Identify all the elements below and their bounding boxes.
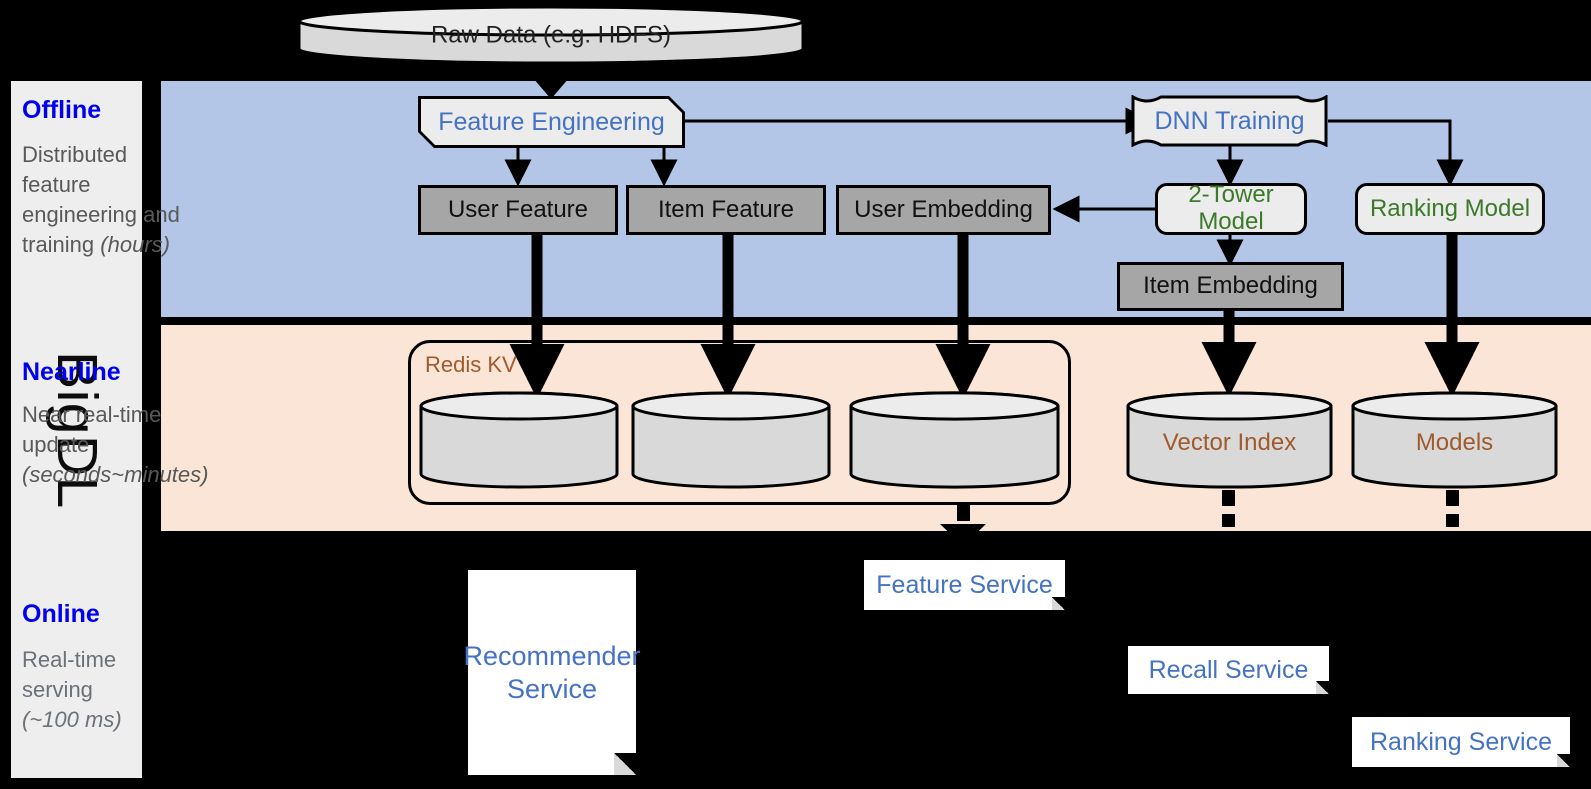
item-feature-node[interactable]: Item Feature bbox=[626, 185, 826, 235]
user-embedding-node[interactable]: User Embedding bbox=[836, 185, 1051, 235]
page-fold-icon bbox=[614, 753, 636, 775]
nearline-sub-italic: (seconds~minutes) bbox=[22, 462, 209, 487]
page-fold-icon bbox=[1316, 681, 1329, 694]
ranking-model-node[interactable]: Ranking Model bbox=[1355, 183, 1545, 235]
nearline-sub-l1: Near real-time bbox=[22, 402, 162, 427]
cylinder-shape-icon bbox=[849, 391, 1060, 489]
feature-service-note[interactable]: Feature Service bbox=[864, 560, 1065, 610]
two-tower-model-label: 2-Tower Model bbox=[1188, 181, 1274, 235]
redis-store-1[interactable] bbox=[418, 390, 620, 490]
offline-subtitle: Distributed feature engineering and trai… bbox=[22, 140, 252, 260]
online-sub-italic: (~100 ms) bbox=[22, 707, 122, 732]
cylinder-shape-icon bbox=[1126, 391, 1333, 489]
user-feature-node[interactable]: User Feature bbox=[418, 185, 618, 235]
online-title: Online bbox=[22, 600, 100, 628]
models-label: Models bbox=[1415, 428, 1494, 456]
offline-sub-l4: training bbox=[22, 232, 101, 257]
cylinder-shape-icon bbox=[297, 5, 805, 65]
offline-sub-italic: (hours) bbox=[100, 232, 170, 257]
item-feature-label: Item Feature bbox=[657, 195, 795, 223]
nearline-subtitle: Near real-time update (seconds~minutes) bbox=[22, 400, 267, 490]
user-feature-label: User Feature bbox=[447, 195, 589, 223]
vector-index-label: Vector Index bbox=[1162, 428, 1297, 456]
recommender-service-note[interactable]: Recommender Service bbox=[463, 570, 641, 775]
nearline-title: Nearline bbox=[22, 358, 121, 386]
item-embedding-node[interactable]: Item Embedding bbox=[1117, 262, 1344, 311]
recommender-service-label: Recommender Service bbox=[463, 570, 641, 775]
dnn-training-label: DNN Training bbox=[1154, 106, 1305, 135]
item-embedding-label: Item Embedding bbox=[1143, 272, 1318, 300]
online-sub-l1: Real-time bbox=[22, 647, 117, 672]
feature-engineering-label: Feature Engineering bbox=[421, 99, 682, 145]
dnn-training-node[interactable]: DNN Training bbox=[1131, 95, 1328, 147]
ranking-model-label: Ranking Model bbox=[1369, 194, 1531, 222]
raw-data-label: Raw Data (e.g. HDFS) bbox=[430, 21, 672, 49]
redis-store-3[interactable] bbox=[848, 390, 1061, 490]
cylinder-shape-icon bbox=[1351, 391, 1558, 489]
user-embedding-label: User Embedding bbox=[854, 195, 1033, 223]
two-tower-model-node[interactable]: 2-Tower Model bbox=[1155, 181, 1307, 235]
feature-engineering-node[interactable]: Feature Engineering bbox=[418, 96, 685, 148]
ranking-service-label: Ranking Service bbox=[1352, 717, 1570, 767]
bigdl-rail: BigDL bbox=[8, 78, 145, 781]
offline-sub-l1: Distributed bbox=[22, 142, 128, 167]
feature-service-label: Feature Service bbox=[864, 560, 1065, 610]
page-fold-icon bbox=[1557, 754, 1570, 767]
redis-kv-label: Redis KV bbox=[425, 352, 517, 377]
cylinder-shape-icon bbox=[631, 391, 831, 489]
raw-data-cylinder: Raw Data (e.g. HDFS) bbox=[296, 4, 806, 66]
online-subtitle: Real-time serving (~100 ms) bbox=[22, 645, 252, 735]
recall-service-note[interactable]: Recall Service bbox=[1128, 646, 1329, 694]
offline-title: Offline bbox=[22, 96, 102, 124]
cylinder-shape-icon bbox=[419, 391, 619, 489]
models-cylinder[interactable]: Models bbox=[1350, 390, 1559, 490]
page-fold-icon bbox=[1052, 597, 1065, 610]
online-sub-l2: serving bbox=[22, 677, 93, 702]
redis-kv-container bbox=[408, 340, 1071, 505]
notched-card-shape-icon bbox=[1131, 95, 1328, 147]
vector-index-cylinder[interactable]: Vector Index bbox=[1125, 390, 1334, 490]
redis-store-2[interactable] bbox=[630, 390, 832, 490]
recall-service-label: Recall Service bbox=[1128, 646, 1329, 694]
offline-sub-l2: feature bbox=[22, 172, 91, 197]
nearline-sub-l2: update bbox=[22, 432, 90, 457]
offline-sub-l3: engineering and bbox=[22, 202, 180, 227]
ranking-service-note[interactable]: Ranking Service bbox=[1352, 717, 1570, 767]
